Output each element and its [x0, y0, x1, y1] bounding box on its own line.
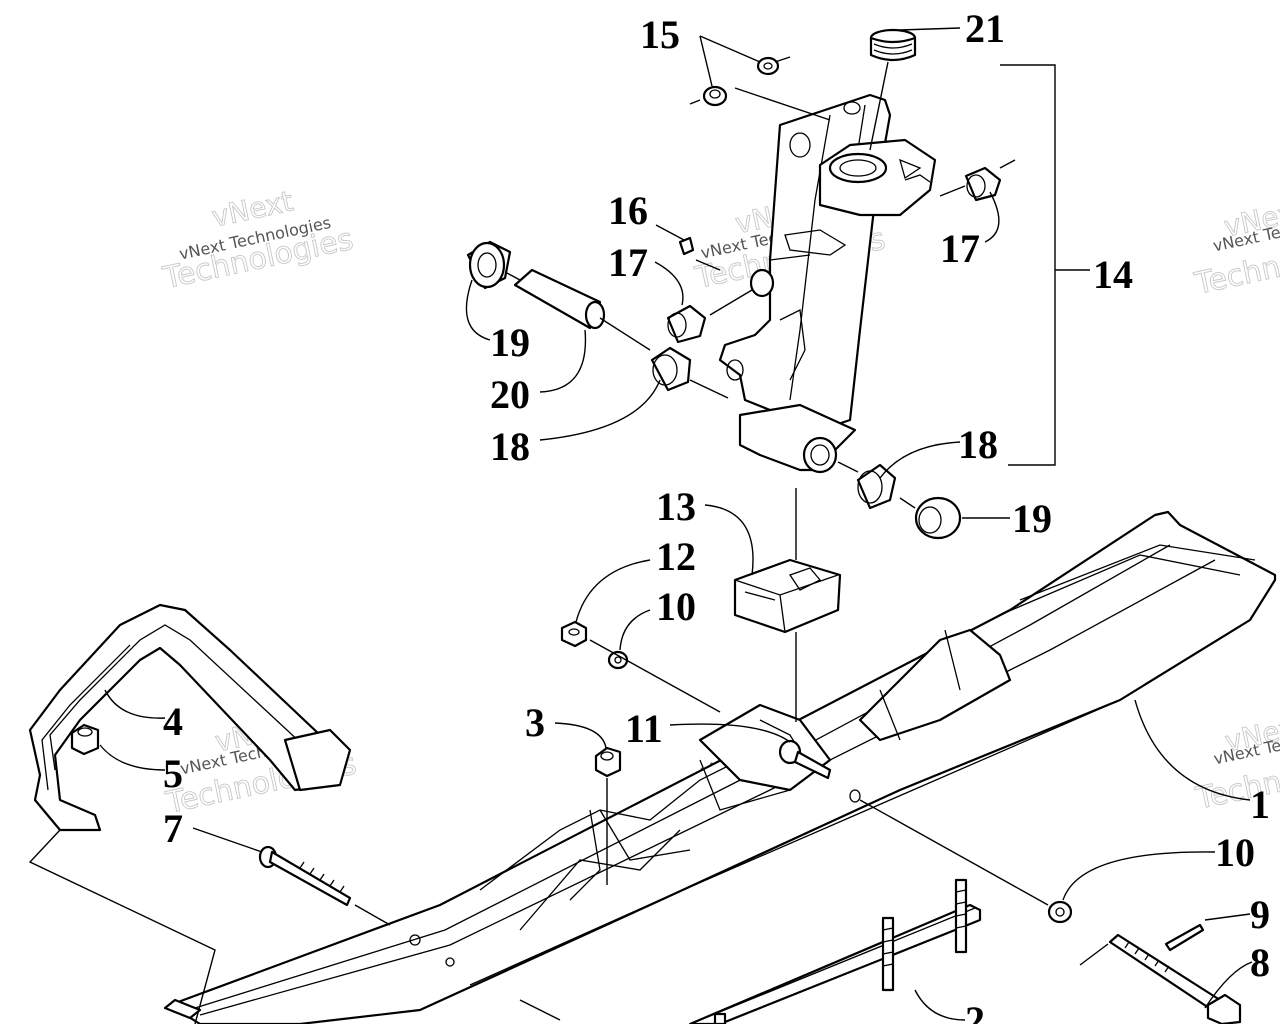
callout-18-right: 18: [958, 422, 998, 467]
callout-5: 5: [163, 751, 183, 796]
callout-3: 3: [525, 700, 545, 745]
washer-15-upper: [756, 56, 780, 76]
cotter-pin-9: [1164, 923, 1205, 952]
bushing-19-right: [914, 496, 962, 540]
spacer-block-13: [733, 558, 842, 634]
spindle-cap: [869, 28, 917, 62]
ski-body: [163, 510, 1277, 1024]
grease-fitting-16: [678, 236, 695, 256]
callout-7: 7: [163, 806, 183, 851]
callout-11: 11: [625, 706, 663, 751]
tube-20: [513, 268, 606, 330]
callout-1: 1: [1250, 782, 1270, 827]
callout-labels: 15 21 14 17 16 17 19 20 18 18 19 13 12 1…: [163, 6, 1270, 1024]
bushing-17-left: [666, 304, 707, 344]
callout-17-left: 17: [608, 240, 648, 285]
callout-8: 8: [1250, 940, 1270, 985]
callout-4: 4: [163, 699, 183, 744]
washer-10-lower: [1047, 900, 1073, 924]
nut-3: [594, 746, 622, 778]
callout-19-left: 19: [490, 320, 530, 365]
bushing-18-right: [856, 463, 897, 510]
callout-19-right: 19: [1012, 496, 1052, 541]
callout-9: 9: [1250, 892, 1270, 937]
callout-2: 2: [965, 998, 985, 1024]
callout-18-left: 18: [490, 424, 530, 469]
callout-20: 20: [490, 372, 530, 417]
bushing-19-left: [466, 240, 512, 290]
wear-bar: [688, 878, 982, 1024]
callout-15: 15: [640, 12, 680, 57]
bushing-17-right: [964, 166, 1002, 202]
washer-10-upper: [607, 650, 629, 670]
callout-12: 12: [656, 534, 696, 579]
bolt-11: [778, 739, 832, 780]
nut-12: [560, 620, 588, 648]
bolt-7: [258, 845, 352, 907]
watermark-left-top: vNext Technologies vNext Technologies: [159, 184, 357, 297]
bolt-8: [1108, 933, 1242, 1024]
washer-15-lower: [702, 85, 728, 107]
callout-14: 14: [1093, 252, 1133, 297]
callout-16: 16: [608, 188, 648, 233]
watermark-right-top: vNext Technologies vNext Technologies: [1191, 194, 1280, 303]
callout-10-upper: 10: [656, 584, 696, 629]
callout-10-lower: 10: [1215, 830, 1255, 875]
callout-13: 13: [656, 484, 696, 529]
leader-lines: [28, 27, 1253, 1024]
callout-17-right: 17: [940, 226, 980, 271]
bushing-18-left: [650, 346, 692, 392]
spindle-assembly: [718, 93, 937, 474]
ski-loop-handle: [28, 603, 352, 832]
nut-5: [70, 723, 100, 756]
callout-21: 21: [965, 6, 1005, 51]
